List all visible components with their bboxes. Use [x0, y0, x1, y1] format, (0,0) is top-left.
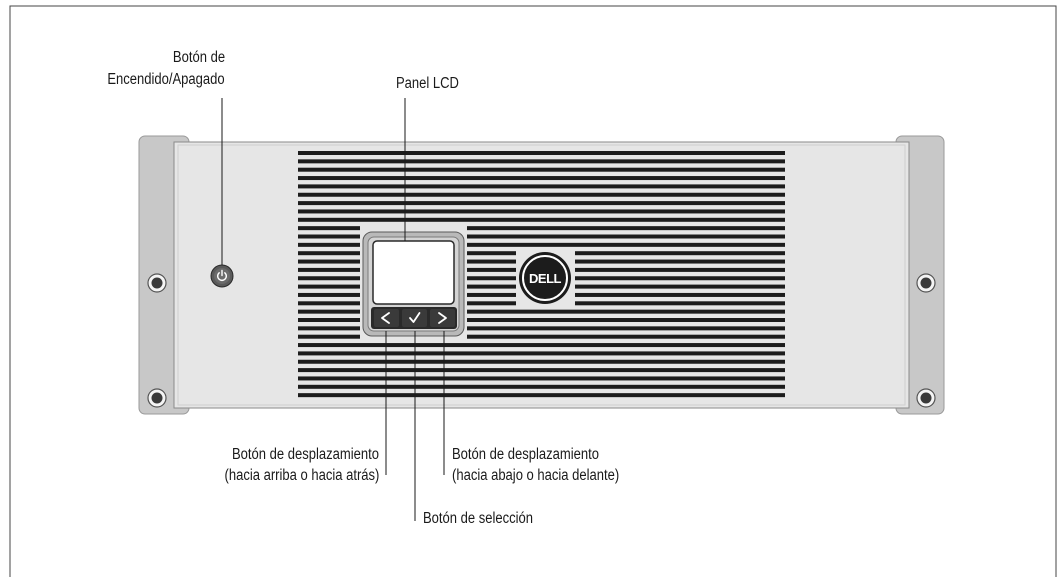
grille-slot — [298, 201, 785, 206]
grille-slot — [467, 267, 516, 272]
chevron-right-icon — [438, 312, 447, 324]
callout-lines — [221, 98, 445, 521]
scroll-down-label-line1: Botón de desplazamiento — [452, 446, 599, 463]
bracket-screw — [147, 273, 167, 293]
scroll-down-label-line2: (hacia abajo o hacia delante) — [452, 467, 620, 484]
grille-slot — [298, 259, 360, 264]
power-icon — [217, 269, 227, 281]
logo-text: DELL — [529, 271, 562, 286]
grille-slot — [298, 184, 785, 189]
grille-slot — [467, 276, 516, 281]
scroll-down-button[interactable] — [430, 309, 455, 327]
grille-slot — [298, 351, 785, 356]
scroll-up-label-line1: Botón de desplazamiento — [232, 446, 379, 463]
grille-slot — [298, 301, 360, 306]
select-button[interactable] — [402, 309, 427, 327]
power-button-label-line2: Encendido/Apagado — [107, 71, 225, 88]
grille-slot — [575, 259, 785, 264]
grille-slot — [298, 376, 785, 381]
grille-slot — [298, 234, 360, 239]
grille-slot — [575, 276, 785, 281]
grille-slot — [575, 284, 785, 289]
grille-slot — [467, 259, 516, 264]
grille-slot — [467, 334, 785, 339]
grille-slot — [467, 318, 785, 322]
grille-slot — [298, 384, 785, 389]
grille-slot — [575, 251, 785, 256]
grille-slot — [298, 217, 785, 222]
grille-slot — [298, 343, 785, 348]
ups-front-panel: DELL — [138, 135, 945, 415]
grille-slot — [467, 301, 516, 306]
lcd-panel-label: Panel LCD — [396, 75, 459, 92]
grille-slot — [467, 326, 785, 331]
power-button[interactable] — [210, 264, 234, 288]
grille-slot — [298, 393, 785, 398]
grille-slot — [575, 301, 785, 306]
grille-slot — [298, 176, 785, 181]
grille-slot — [467, 284, 516, 289]
grille-slot — [467, 251, 516, 256]
bracket-screw — [147, 388, 167, 408]
bracket-screw — [916, 388, 936, 408]
grille-slot — [298, 167, 785, 172]
chevron-left-icon — [381, 312, 390, 324]
bracket-screw — [916, 273, 936, 293]
grille-slot — [298, 326, 360, 331]
grille-slot — [298, 192, 785, 197]
page-frame — [9, 5, 1057, 577]
grille-slot — [575, 292, 785, 297]
grille-slot — [298, 151, 785, 155]
ventilation-grille — [298, 151, 785, 398]
scroll-up-label-line2: (hacia arriba o hacia atrás) — [224, 467, 379, 484]
grille-slot — [298, 368, 785, 373]
scroll-up-button[interactable] — [374, 309, 399, 327]
dell-logo: DELL — [519, 252, 571, 304]
grille-slot — [467, 234, 785, 239]
grille-slot — [298, 226, 360, 231]
lcd-module — [362, 231, 465, 337]
grille-slot — [467, 292, 516, 297]
grille-slot — [467, 309, 785, 314]
grille-slot — [298, 284, 360, 289]
grille-slot — [298, 251, 360, 256]
grille-slot — [298, 334, 360, 339]
lcd-screen — [372, 240, 455, 305]
grille-slot — [298, 209, 785, 214]
grille-slot — [467, 226, 785, 231]
button-strip — [371, 307, 457, 329]
grille-slot — [298, 242, 360, 247]
grille-slot — [298, 318, 360, 322]
grille-slot — [298, 159, 785, 164]
select-button-label: Botón de selección — [423, 510, 534, 527]
grille-slot — [298, 276, 360, 281]
power-button-label-line1: Botón de — [172, 49, 225, 66]
grille-slot — [467, 242, 785, 247]
checkmark-icon — [409, 312, 421, 323]
grille-slot — [298, 309, 360, 314]
grille-slot — [298, 292, 360, 297]
grille-slot — [298, 267, 360, 272]
grille-slot — [575, 267, 785, 272]
grille-slot — [298, 359, 785, 364]
